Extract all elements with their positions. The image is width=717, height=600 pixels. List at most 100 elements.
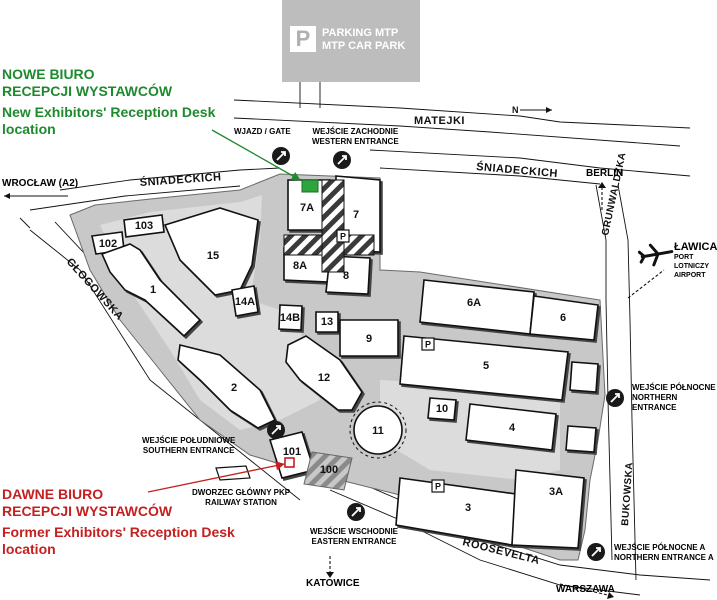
street-sniadeckich-left: ŚNIADECKICH [139, 170, 222, 189]
label-8a: 8A [293, 260, 307, 272]
parking-line-1: PARKING MTP [322, 27, 399, 39]
label-6a: 6A [467, 297, 481, 309]
label-9: 9 [366, 333, 372, 345]
building-13[interactable] [315, 311, 339, 333]
building-2[interactable] [177, 344, 277, 429]
parking-label: PARKING MTP MTP CAR PARK [322, 27, 405, 53]
new-desk-pl-2: RECEPCJI WYSTAWCÓW [2, 83, 173, 99]
label-100: 100 [320, 464, 338, 476]
label-3: 3 [465, 502, 471, 514]
western-entrance-label: WEJŚCIE ZACHODNIE WESTERN ENTRANCE [312, 127, 399, 146]
old-reception-marker[interactable] [284, 457, 295, 468]
inner-plaza-west [100, 195, 320, 430]
building-3a[interactable] [511, 469, 585, 549]
parking-mtp-box: P PARKING MTP MTP CAR PARK [282, 0, 420, 82]
label-13: 13 [321, 316, 333, 328]
label-10: 10 [436, 403, 448, 415]
parking-icon: P [421, 337, 435, 351]
map-parking-icons: P P P [336, 229, 445, 493]
label-6: 6 [560, 312, 566, 324]
street-bukowska: BUKOWSKA [620, 462, 635, 527]
svg-text:P: P [435, 481, 441, 491]
label-4: 4 [509, 422, 516, 434]
building-4-annex [565, 425, 597, 453]
label-12: 12 [318, 372, 330, 384]
building-4[interactable] [465, 403, 557, 451]
building-6[interactable] [529, 295, 599, 341]
building-5-annex [569, 361, 599, 393]
katowice-label: KATOWICE [306, 578, 360, 589]
entrance-icon[interactable] [272, 147, 290, 165]
building-14a[interactable] [231, 285, 259, 317]
label-14b: 14B [280, 312, 300, 324]
entrance-icon[interactable] [587, 543, 605, 561]
old-desk-pl-1: DAWNE BIURO [2, 486, 104, 502]
entrance-icon[interactable] [333, 151, 351, 169]
southern-entrance-label: WEJŚCIE POŁUDNIOWE SOUTHERN ENTRANCE [142, 436, 236, 455]
northern-entrance-label: WEJŚCIE PÓŁNOCNE NORTHERN ENTRANCE [632, 383, 716, 412]
arrow-warszawa [559, 583, 613, 597]
label-1: 1 [150, 284, 156, 296]
parking-line-2: MTP CAR PARK [322, 40, 406, 52]
new-desk-annotation: NOWE BIURO RECEPCJI WYSTAWCÓW New Exhibi… [2, 66, 215, 138]
svg-text:P: P [425, 339, 431, 349]
label-5: 5 [483, 360, 489, 372]
old-desk-en-2: location [2, 541, 56, 557]
street-grunwaldzka: GRUNWALDZKA [600, 151, 628, 236]
berlin-label: BERLIN [586, 168, 624, 179]
label-14a: 14A [235, 296, 255, 308]
label-103: 103 [135, 220, 153, 232]
new-desk-pl-1: NOWE BIURO [2, 66, 95, 82]
old-desk-en-1: Former Exhibitors' Reception Desk [2, 524, 235, 540]
svg-text:P: P [340, 231, 346, 241]
label-7a: 7A [300, 202, 314, 214]
old-desk-annotation: DAWNE BIURO RECEPCJI WYSTAWCÓW Former Ex… [2, 486, 235, 558]
label-102: 102 [99, 238, 117, 250]
label-15: 15 [207, 250, 219, 262]
old-desk-pl-2: RECEPCJI WYSTAWCÓW [2, 503, 173, 519]
airport-label: ŁAWICA PORT LOTNICZY AIRPORT [674, 241, 717, 280]
new-desk-en-2: location [2, 121, 56, 137]
parking-icon: P [431, 479, 445, 493]
old-desk-arrow [147, 461, 285, 493]
building-labels: 102 103 1 15 14A 2 7A 7 8A 8 14B 13 9 12… [99, 202, 566, 514]
warszawa-label: WARSZAWA [556, 584, 615, 595]
entrance-icon[interactable] [267, 421, 285, 439]
building-5[interactable] [399, 335, 569, 401]
svg-text:N: N [512, 105, 519, 115]
label-3a: 3A [549, 486, 563, 498]
northern-entrance-a-label: WEJŚCIE PÓŁNOCNE A NORTHERN ENTRANCE A [614, 543, 714, 562]
railway-station [215, 465, 251, 481]
label-2: 2 [231, 382, 237, 394]
building-9[interactable] [339, 319, 399, 357]
airplane-icon [637, 243, 674, 267]
label-7: 7 [353, 209, 359, 221]
building-103[interactable] [123, 214, 165, 238]
building-1[interactable] [100, 243, 202, 338]
north-arrow-icon: N [512, 105, 552, 115]
building-12[interactable] [285, 335, 363, 411]
new-desk-arrow [211, 129, 301, 181]
gate-label: WJAZD / GATE [234, 127, 291, 136]
new-desk-en-1: New Exhibitors' Reception Desk [2, 104, 216, 120]
new-reception-marker[interactable] [301, 179, 319, 193]
parking-icon: P [336, 229, 350, 243]
building-11[interactable] [353, 405, 403, 455]
street-matejki: MATEJKI [414, 115, 465, 127]
building-14b[interactable] [278, 304, 303, 331]
railway-station-label: DWORZEC GŁÓWNY PKP RAILWAY STATION [192, 488, 291, 507]
wroclaw-label: WROCŁAW (A2) [2, 178, 79, 189]
label-101: 101 [283, 446, 301, 458]
entrance-icon[interactable] [606, 389, 624, 407]
label-8: 8 [343, 270, 349, 282]
label-11: 11 [372, 425, 384, 437]
walkway-7a-7 [321, 179, 345, 273]
eastern-entrance-label: WEJŚCIE WSCHODNIE EASTERN ENTRANCE [310, 527, 399, 546]
entrance-icons [267, 147, 624, 561]
building-10[interactable] [427, 397, 457, 421]
streets [19, 82, 711, 596]
entrance-icon[interactable] [347, 503, 365, 521]
building-100[interactable] [303, 451, 353, 491]
